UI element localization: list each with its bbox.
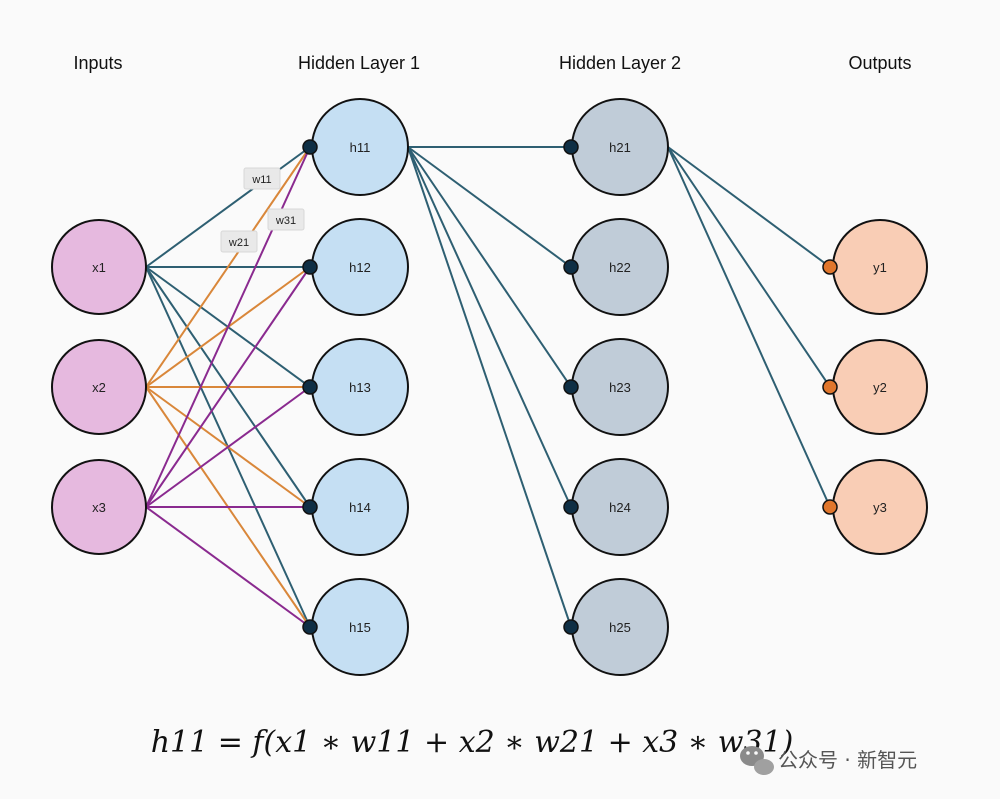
node-y2: y2 [832, 339, 928, 435]
node-h22: h22 [571, 218, 669, 316]
formula: h11 = f(x1 ∗ w11 + x2 ∗ w21 + x3 ∗ w31) [151, 725, 794, 760]
edge-h11-h24 [407, 146, 572, 508]
watermark-text: 公众号 · 新智元 [778, 748, 917, 772]
node-label: x1 [92, 260, 106, 275]
node-h23: h23 [571, 338, 669, 436]
node-h12: h12 [311, 218, 409, 316]
node-label: h24 [609, 500, 631, 515]
node-h24: h24 [571, 458, 669, 556]
node-h13: h13 [311, 338, 409, 436]
edge-h11-h25 [407, 146, 572, 628]
connector-h13 [302, 379, 318, 395]
edge-h21-y3 [667, 146, 831, 508]
weight-label-text: w11 [251, 174, 271, 186]
edge-x1-h11 [145, 146, 311, 268]
node-x1: x1 [51, 219, 147, 315]
node-x3: x3 [51, 459, 147, 555]
node-label: h14 [349, 500, 371, 515]
node-x2: x2 [51, 339, 147, 435]
weight-label-w21: w21 [220, 230, 258, 253]
edges-group [145, 146, 831, 628]
node-label: y2 [873, 380, 887, 395]
node-label: y1 [873, 260, 887, 275]
node-h25: h25 [571, 578, 669, 676]
connector-h11 [302, 139, 318, 155]
node-label: h22 [609, 260, 631, 275]
connector-y1 [822, 259, 838, 275]
node-label: h25 [609, 620, 631, 635]
weight-labels-group: w11 w21 w31 [220, 167, 305, 253]
connector-y2 [822, 379, 838, 395]
weight-label-box [243, 167, 281, 190]
node-label: x3 [92, 500, 106, 515]
node-h21: h21 [571, 98, 669, 196]
node-label: h21 [609, 140, 631, 155]
node-circle [51, 339, 147, 435]
edge-x3-h13 [145, 386, 311, 508]
node-label: h23 [609, 380, 631, 395]
node-h15: h15 [311, 578, 409, 676]
edge-x3-h12 [145, 266, 311, 508]
connectors-group [302, 139, 838, 635]
connector-h12 [302, 259, 318, 275]
connector-h15 [302, 619, 318, 635]
connector-y3 [822, 499, 838, 515]
weight-label-box [267, 208, 305, 231]
connector-h23 [563, 379, 579, 395]
weight-label-text: w31 [275, 215, 296, 227]
connector-h21 [563, 139, 579, 155]
connector-h14 [302, 499, 318, 515]
node-label: h12 [349, 260, 371, 275]
node-label: y3 [873, 500, 887, 515]
edge-h11-h22 [407, 146, 572, 268]
node-label: h15 [349, 620, 371, 635]
hidden-layer-1-title: Hidden Layer 1 [298, 53, 420, 73]
inputs-title: Inputs [73, 53, 122, 73]
node-circle [51, 219, 147, 315]
node-y1: y1 [832, 219, 928, 315]
edge-h21-y1 [667, 146, 831, 268]
edge-x2-h11 [145, 146, 311, 388]
node-h14: h14 [311, 458, 409, 556]
connector-h22 [563, 259, 579, 275]
node-y3: y3 [832, 459, 928, 555]
connector-h25 [563, 619, 579, 635]
hidden-layer-2-title: Hidden Layer 2 [559, 53, 681, 73]
node-h11: h11 [311, 98, 409, 196]
edge-x3-h11 [145, 146, 311, 508]
node-circle [51, 459, 147, 555]
weight-label-w11: w11 [243, 167, 281, 190]
edge-h21-y2 [667, 146, 831, 388]
weight-label-w31: w31 [267, 208, 305, 231]
edge-x3-h15 [145, 506, 311, 628]
node-label: h11 [350, 140, 371, 155]
weight-label-text: w21 [228, 237, 249, 249]
node-label: h13 [349, 380, 371, 395]
connector-h24 [563, 499, 579, 515]
watermark: 公众号 · 新智元 [740, 746, 917, 775]
nodes-group: x1 x2 x3 h11 h12 h13 h14 h15 h21 h22 h23 h24 h25 y1 y2… [51, 98, 928, 676]
weight-label-box [220, 230, 258, 253]
edge-h11-h23 [407, 146, 572, 388]
wechat-logo-icon [740, 746, 774, 775]
node-label: x2 [92, 380, 106, 395]
outputs-title: Outputs [848, 53, 911, 73]
